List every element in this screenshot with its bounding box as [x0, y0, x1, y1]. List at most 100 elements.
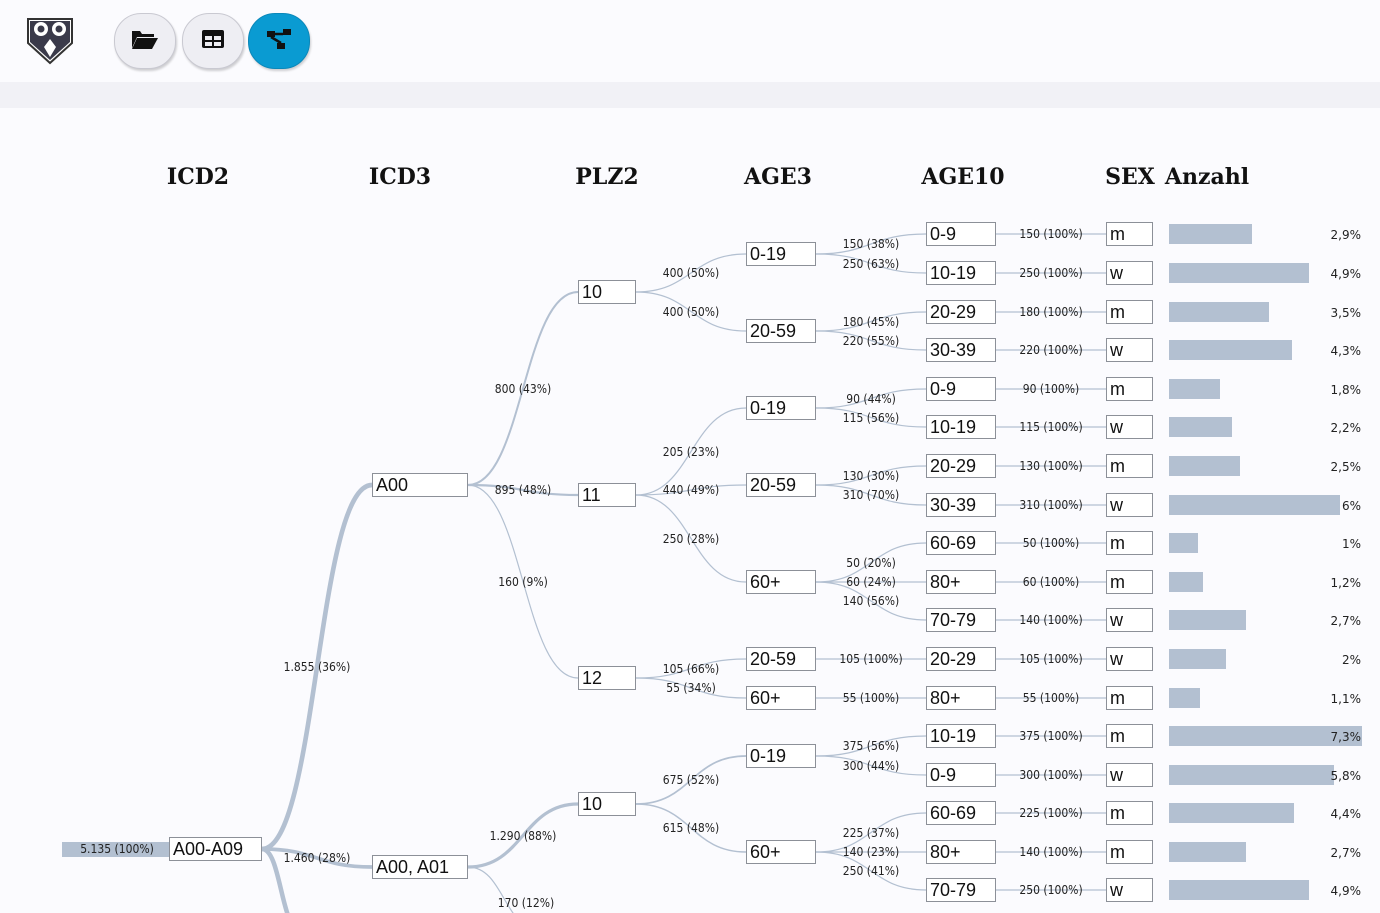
sex-node[interactable]: m [1106, 570, 1153, 594]
tree-link [467, 866, 514, 913]
link-value-label: 90 (100%) [1022, 382, 1080, 396]
tree-link [467, 291, 579, 486]
link-value-label: 140 (100%) [1019, 845, 1083, 859]
folder-open-icon [131, 28, 159, 54]
table-view-button[interactable] [182, 13, 244, 69]
age10-node[interactable]: 70-79 [926, 608, 996, 632]
age3-node[interactable]: 20-59 [746, 319, 816, 343]
tree-link [261, 482, 373, 852]
link-value-label: 105 (66%) [662, 661, 720, 676]
sex-node[interactable]: w [1106, 763, 1153, 787]
age10-node[interactable]: 0-9 [926, 763, 996, 787]
link-value-label: 800 (43%) [494, 381, 552, 396]
sex-node[interactable]: m [1106, 454, 1153, 478]
count-percent-label: 1% [1341, 537, 1361, 551]
age10-node[interactable]: 70-79 [926, 878, 996, 902]
link-value-label: 250 (63%) [842, 256, 900, 271]
sex-node[interactable]: m [1106, 300, 1153, 324]
count-percent-label: 3,5% [1330, 306, 1362, 320]
sex-node[interactable]: w [1106, 261, 1153, 285]
link-value-label: 105 (100%) [1019, 652, 1083, 666]
age10-node[interactable]: 80+ [926, 570, 996, 594]
count-percent-label: 6% [1341, 499, 1361, 513]
icd2-node[interactable]: A00-A09 [169, 837, 262, 861]
sex-node[interactable]: m [1106, 801, 1153, 825]
plz2-node[interactable]: 10 [578, 792, 636, 816]
sex-node[interactable]: w [1106, 338, 1153, 362]
table-icon [201, 29, 225, 53]
age3-node[interactable]: 60+ [746, 570, 816, 594]
age10-node[interactable]: 20-29 [926, 454, 996, 478]
count-bar [1169, 456, 1241, 476]
icd3-node[interactable]: A00 [372, 473, 468, 497]
age10-node[interactable]: 0-9 [926, 377, 996, 401]
age10-node[interactable]: 80+ [926, 840, 996, 864]
tree-link [815, 233, 927, 255]
tree-link [467, 802, 579, 869]
count-bar [1169, 842, 1246, 862]
sex-node[interactable]: w [1106, 647, 1153, 671]
age10-node[interactable]: 80+ [926, 686, 996, 710]
sex-node[interactable]: m [1106, 222, 1153, 246]
age3-node[interactable]: 0-19 [746, 744, 816, 768]
tree-link [815, 484, 927, 506]
age10-node[interactable]: 30-39 [926, 338, 996, 362]
owl-logo-icon [26, 17, 74, 65]
count-percent-label: 2,7% [1330, 846, 1362, 860]
age3-node[interactable]: 0-19 [746, 396, 816, 420]
link-value-label: 225 (37%) [842, 825, 900, 840]
sex-node[interactable]: w [1106, 493, 1153, 517]
age10-node[interactable]: 60-69 [926, 531, 996, 555]
tree-link [467, 484, 579, 679]
sex-node[interactable]: w [1106, 878, 1153, 902]
plz2-node[interactable]: 11 [578, 483, 636, 507]
sex-node[interactable]: m [1106, 686, 1153, 710]
header-sex: SEX [1105, 164, 1155, 190]
link-value-label: 220 (55%) [842, 333, 900, 348]
age10-node[interactable]: 0-9 [926, 222, 996, 246]
count-percent-label: 2% [1341, 653, 1361, 667]
age10-node[interactable]: 10-19 [926, 261, 996, 285]
link-value-label: 250 (41%) [842, 864, 900, 878]
age3-node[interactable]: 0-19 [746, 242, 816, 266]
plz2-node[interactable]: 10 [578, 280, 636, 304]
link-value-label: 115 (100%) [1019, 420, 1083, 434]
icd3-node[interactable]: A00, A01 [372, 855, 468, 879]
count-bar [1169, 495, 1340, 515]
sex-node[interactable]: m [1106, 531, 1153, 555]
count-percent-label: 1,8% [1330, 383, 1362, 397]
link-value-label: 310 (100%) [1019, 498, 1083, 512]
tree-link [261, 847, 373, 869]
age10-node[interactable]: 20-29 [926, 647, 996, 671]
open-file-button[interactable] [114, 13, 176, 69]
age10-node[interactable]: 20-29 [926, 300, 996, 324]
age3-node[interactable]: 20-59 [746, 647, 816, 671]
tree-link [815, 253, 927, 274]
age3-node[interactable]: 60+ [746, 686, 816, 710]
tree-link [635, 407, 747, 496]
sex-node[interactable]: m [1106, 840, 1153, 864]
sex-node[interactable]: m [1106, 724, 1153, 748]
plz2-node[interactable]: 12 [578, 666, 636, 690]
link-value-label: 50 (100%) [1022, 536, 1080, 550]
count-bar [1169, 765, 1335, 785]
age10-node[interactable]: 60-69 [926, 801, 996, 825]
age10-node[interactable]: 30-39 [926, 493, 996, 517]
age10-node[interactable]: 10-19 [926, 415, 996, 439]
age10-node[interactable]: 10-19 [926, 724, 996, 748]
age3-node[interactable]: 20-59 [746, 473, 816, 497]
count-percent-label: 7,3% [1330, 730, 1362, 744]
tree-view-button[interactable] [248, 13, 310, 69]
age3-node[interactable]: 60+ [746, 840, 816, 864]
sex-node[interactable]: m [1106, 377, 1153, 401]
tree-link [635, 755, 747, 805]
link-value-label: 400 (50%) [662, 266, 720, 280]
count-percent-label: 5,8% [1330, 769, 1362, 783]
tree-link [815, 388, 927, 409]
count-percent-label: 4,3% [1330, 344, 1362, 358]
sex-node[interactable]: w [1106, 608, 1153, 632]
count-bar [1169, 533, 1198, 553]
link-value-label: 675 (52%) [662, 773, 720, 787]
sex-node[interactable]: w [1106, 415, 1153, 439]
